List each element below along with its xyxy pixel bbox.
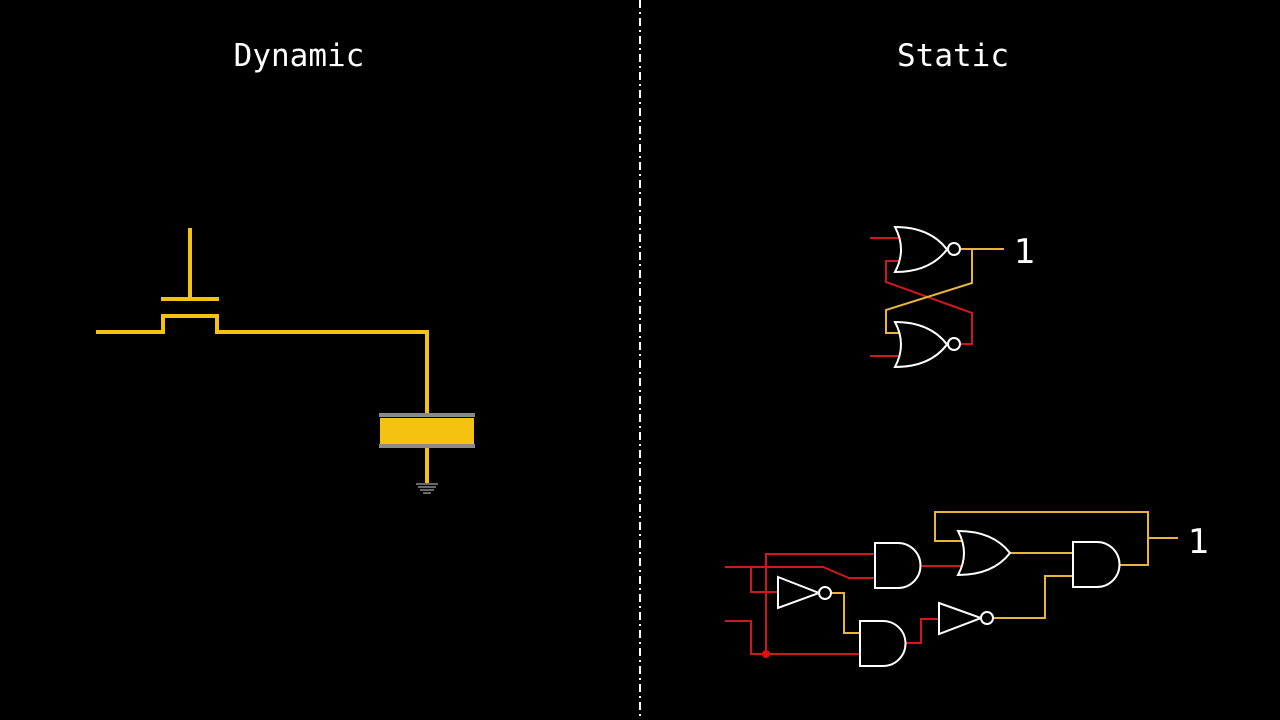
wire-a bbox=[725, 566, 877, 579]
nor-bubble-top bbox=[947, 242, 961, 256]
wire-b bbox=[765, 553, 877, 654]
transistor-channel-wire bbox=[96, 314, 429, 413]
or-gate bbox=[956, 529, 1012, 577]
nor-bubble-bottom bbox=[947, 337, 961, 351]
wire-not1-and2 bbox=[831, 592, 862, 634]
latch-output-label: 1 bbox=[1014, 232, 1036, 272]
wire-c bbox=[725, 620, 862, 655]
wire-feedback bbox=[934, 511, 1149, 566]
and-gate-2 bbox=[859, 620, 907, 667]
and-gate-3 bbox=[1072, 541, 1121, 588]
capacitor-bottom-plate bbox=[379, 444, 475, 448]
latch-feedback-yellow bbox=[885, 249, 973, 334]
nor-gate-top bbox=[893, 225, 949, 274]
logic-circuit: 1 bbox=[725, 511, 1210, 667]
dram-cell bbox=[96, 228, 475, 494]
title-dynamic: Dynamic bbox=[234, 38, 365, 74]
and-gate-1 bbox=[874, 542, 922, 589]
wire-not1-in bbox=[750, 567, 778, 593]
not-gate-2 bbox=[938, 601, 984, 636]
circuit-output-label: 1 bbox=[1188, 522, 1210, 562]
not-bubble-1 bbox=[818, 586, 832, 600]
wire-not2-and3 bbox=[993, 575, 1075, 619]
not-gate-1 bbox=[777, 575, 822, 610]
not-bubble-2 bbox=[980, 611, 994, 625]
ground-icon bbox=[416, 483, 438, 494]
wire-and2-not2 bbox=[906, 618, 939, 644]
capacitor-charge bbox=[380, 418, 474, 444]
capacitor-top-plate bbox=[379, 413, 475, 417]
junction-dot bbox=[762, 650, 770, 658]
nor-gate-bottom bbox=[893, 320, 949, 369]
title-static: Static bbox=[897, 38, 1009, 74]
nor-latch: 1 bbox=[870, 225, 1036, 369]
